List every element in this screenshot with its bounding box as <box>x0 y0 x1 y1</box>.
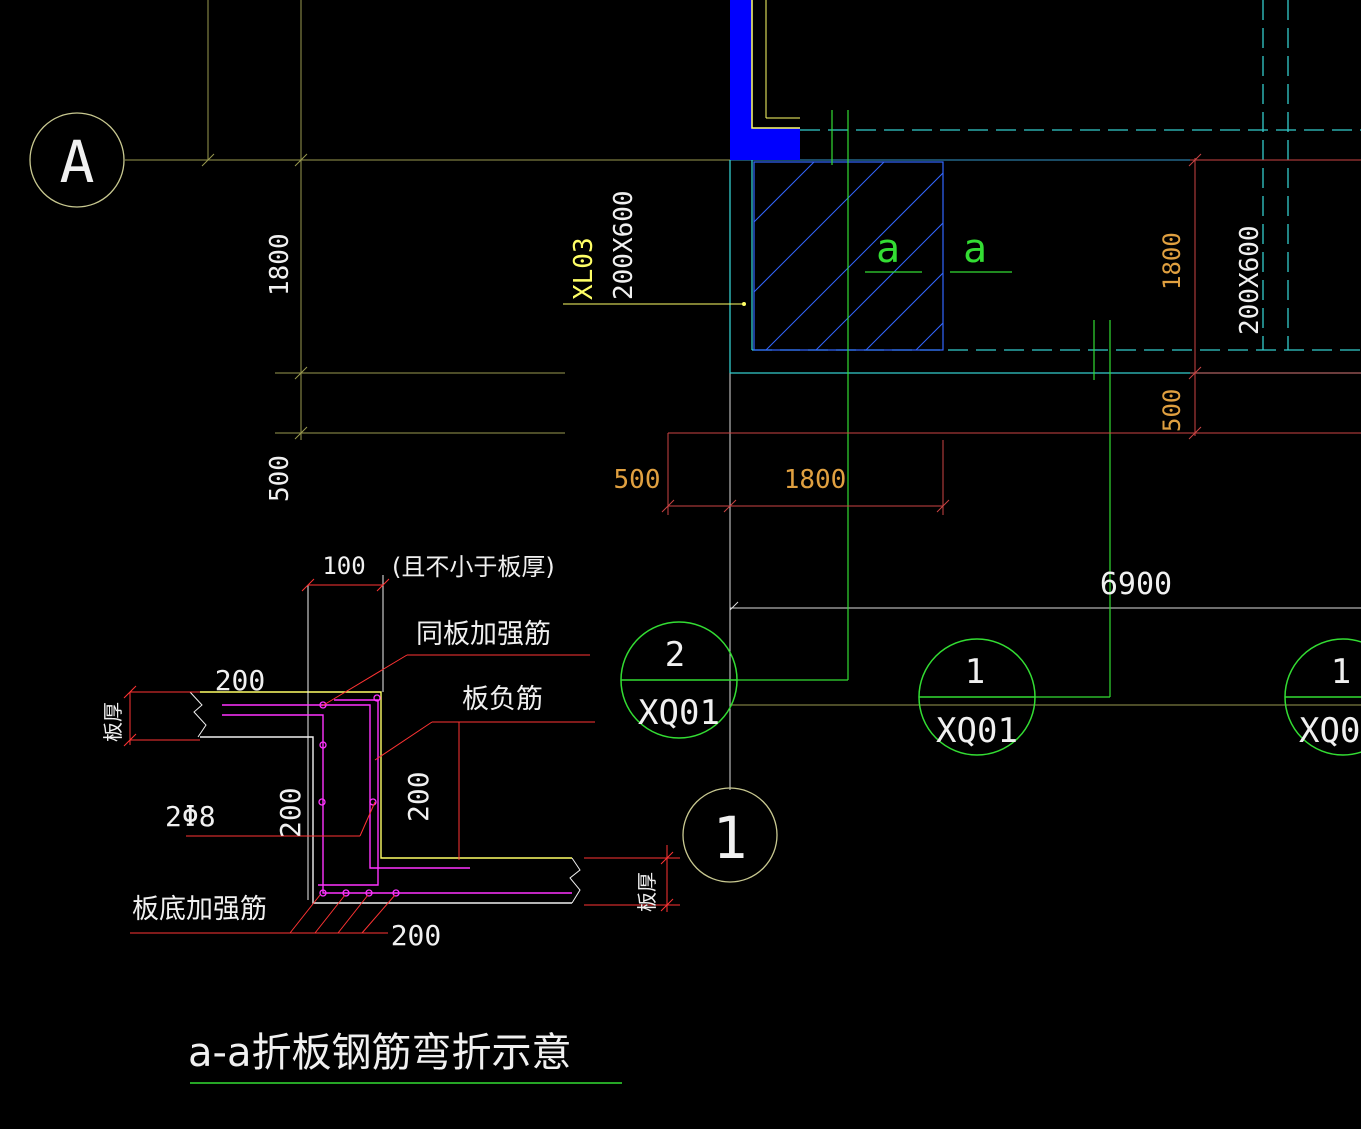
beam-tag-text: XL03 <box>569 237 599 300</box>
detail-label-thickness-right: 板厚 <box>635 872 659 912</box>
beam-size-text: 200X600 <box>609 190 639 300</box>
wall-tag-1: 1 XQ01 <box>918 638 1036 756</box>
wall-tag-leaders <box>735 110 1111 698</box>
wall-tag-0-code: XQ01 <box>638 693 720 733</box>
detail-note-not-less: (且不小于板厚) <box>392 553 555 581</box>
dim-500-left: 500 <box>265 455 295 502</box>
section-mark-right: a <box>963 226 987 272</box>
wall-tag-0-number: 2 <box>665 635 685 675</box>
detail-label-same-plate: 同板加强筋 <box>416 619 551 650</box>
section-mark-left: a <box>876 226 900 272</box>
wall-tag-2: 1 XQ0 <box>1284 638 1361 756</box>
beam-size-right: 200X600 <box>1235 225 1265 335</box>
detail-label-plate-neg: 板负筋 <box>462 684 543 715</box>
dim-6900: 6900 <box>1100 567 1172 602</box>
wall-column-edge <box>751 0 800 129</box>
grid-bubble-1-label: 1 <box>713 804 748 872</box>
detail-label-thickness-left: 板厚 <box>101 702 125 742</box>
detail-dim-200-mid: 200 <box>402 771 435 822</box>
wall-tag-0: 2 XQ01 <box>620 621 738 739</box>
wall-column-fill <box>730 0 800 160</box>
dim-500-bottom: 500 <box>614 465 661 495</box>
detail-dim-200-bottom: 200 <box>391 919 442 952</box>
detail-dim-200-top: 200 <box>215 664 266 697</box>
grid-bubble-1 <box>682 787 778 883</box>
detail-dim-100: 100 <box>322 552 365 580</box>
plan-dimensions <box>661 153 1361 515</box>
wall-tag-2-code: XQ0 <box>1299 711 1360 751</box>
grid-bubble-a-label: A <box>60 128 95 196</box>
detail-dim-200-left: 200 <box>274 787 307 838</box>
detail-label-2phi8: 2Φ8 <box>165 800 216 833</box>
wall-tag-1-code: XQ01 <box>936 711 1018 751</box>
left-dimension-lines <box>201 153 565 440</box>
wall-tag-2-number: 1 <box>1331 652 1351 692</box>
grid-bubble-a <box>29 112 125 208</box>
detail-label-bottom-bar: 板底加强筋 <box>132 894 267 925</box>
dim-1800-right: 1800 <box>1158 232 1186 290</box>
detail-section: 100 (且不小于板厚) 同板加强筋 板负筋 200 板厚 2Φ8 200 20… <box>101 552 680 1084</box>
dim-1800-bottom: 1800 <box>784 465 847 495</box>
detail-title: a-a折板钢筋弯折示意 <box>188 1030 571 1076</box>
dim-1800-left: 1800 <box>265 233 295 296</box>
wall-tag-1-number: 1 <box>965 652 985 692</box>
dim-500-right: 500 <box>1158 389 1186 432</box>
